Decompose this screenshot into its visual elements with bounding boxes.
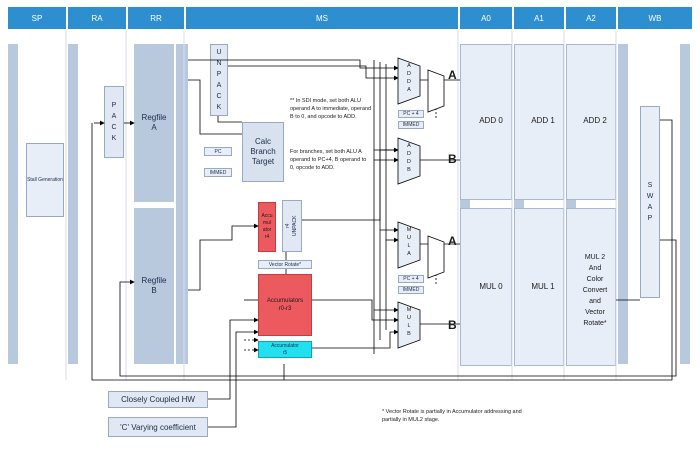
c-varying-coefficient-box: 'C' Varying coefficient (108, 417, 208, 437)
pipeline-register-rr (176, 44, 188, 364)
accumulators-r0-r3-label: Accumulators r0-r3 (266, 298, 304, 312)
regfile-b-label: Regfile B (141, 276, 167, 295)
branches-note: For branches, set both ALU A operand to … (290, 149, 367, 171)
regfile-a-label: Regfile A (141, 113, 167, 132)
stall-generation-block: Stall Generation (26, 143, 64, 217)
immed-box-4: IMMED (398, 286, 424, 294)
unpack-block: U N P A C K (210, 44, 228, 116)
add-a-mux-label: A D D A (407, 63, 411, 93)
pack-label: P A C K (111, 102, 117, 142)
mul1-label: MUL 1 (531, 282, 555, 291)
immed-box-3: IMMED (398, 121, 424, 129)
add-b-mux-label: A D D B (407, 143, 411, 173)
closely-coupled-hw-label: Closely Coupled HW (121, 395, 195, 404)
stage-header-wb: WB (618, 7, 692, 29)
lane-mul2 (566, 208, 616, 366)
operand-b-top: B (448, 152, 457, 166)
pipeline-register-end (680, 44, 690, 364)
pc4-label-2: PC + 4 (403, 276, 419, 282)
immed-box-1: IMMED (204, 168, 232, 177)
stage-header-sp: SP (8, 7, 66, 29)
stall-generation-label: Stall Generation (27, 177, 63, 183)
pipeline-register-a1 (514, 44, 524, 364)
pc4-box-1: PC + 4 (398, 110, 424, 118)
pipeline-register-sp (8, 44, 18, 364)
immed-label-3: IMMED (402, 122, 420, 128)
stage-header-a2: A2 (566, 7, 616, 29)
swap-label: S W A P (646, 182, 654, 222)
pipeline-register-a0 (460, 44, 470, 364)
operand-b-bottom: B (448, 318, 457, 332)
accumulators-r0-r3-block: Accumulators r0-r3 (258, 274, 312, 336)
pc-box: PC (204, 147, 232, 156)
add0-label: ADD 0 (479, 116, 503, 125)
c-varying-coefficient-label: 'C' Varying coefficient (120, 422, 196, 432)
add1-label: ADD 1 (531, 116, 555, 125)
pipeline-register-ra (68, 44, 78, 364)
pc4-label-1: PC + 4 (403, 111, 419, 117)
immed-label-1: IMMED (209, 169, 227, 176)
vector-rotate-label: Vector Rotate* (268, 261, 302, 268)
lane-add1 (514, 44, 564, 200)
stage-header-ms: MS (186, 7, 458, 29)
stage-header-a0: A0 (460, 7, 512, 29)
stage-header-rr: RR (128, 7, 184, 29)
calc-branch-target-block: Calc Branch Target (242, 122, 284, 182)
pipeline-register-wb (618, 44, 628, 364)
mul0-label: MUL 0 (479, 282, 503, 291)
mul-b-mux (397, 301, 421, 349)
mul-b-mux-label: M U L B (406, 307, 412, 337)
accumulator-r4-label: Accu mul ator r4 (261, 213, 273, 240)
sdi-mode-note: ** In SDI mode, set both ALU operand A t… (290, 98, 372, 120)
operand-a-bottom: A (448, 234, 457, 248)
vector-rotate-note: * Vector Rotate is partially in Accumula… (382, 409, 522, 423)
immed-label-4: IMMED (402, 287, 420, 293)
pc4-box-2: PC + 4 (398, 275, 424, 283)
unpack-label: U N P A C K (216, 49, 222, 111)
calc-branch-target-label: Calc Branch Target (250, 137, 276, 166)
vector-rotate-box: Vector Rotate* (258, 260, 312, 269)
add-a-mux (397, 57, 421, 105)
add2-label: ADD 2 (583, 116, 607, 125)
swap-block: S W A P (640, 106, 660, 298)
stage-header-ra: RA (68, 7, 126, 29)
closely-coupled-hw-box: Closely Coupled HW (108, 391, 208, 408)
operand-a-top: A (448, 68, 457, 82)
pc-label: PC (214, 148, 222, 155)
regfile-b-block: Regfile B (134, 208, 174, 364)
pipeline-register-a2 (566, 44, 576, 364)
mul-a-mux-label: M U L A (406, 227, 412, 257)
lane-add2 (566, 44, 616, 200)
regfile-a-block: Regfile A (134, 44, 174, 202)
mul2-label: MUL 2 And Color Convert and Vector Rotat… (582, 254, 608, 327)
lane-add0 (460, 44, 512, 200)
mul-a-mux (397, 221, 421, 269)
add-b-mux (397, 137, 421, 185)
accumulator-r5-label: Accumulator r5 (271, 342, 299, 356)
stage-header-a1: A1 (514, 7, 564, 29)
